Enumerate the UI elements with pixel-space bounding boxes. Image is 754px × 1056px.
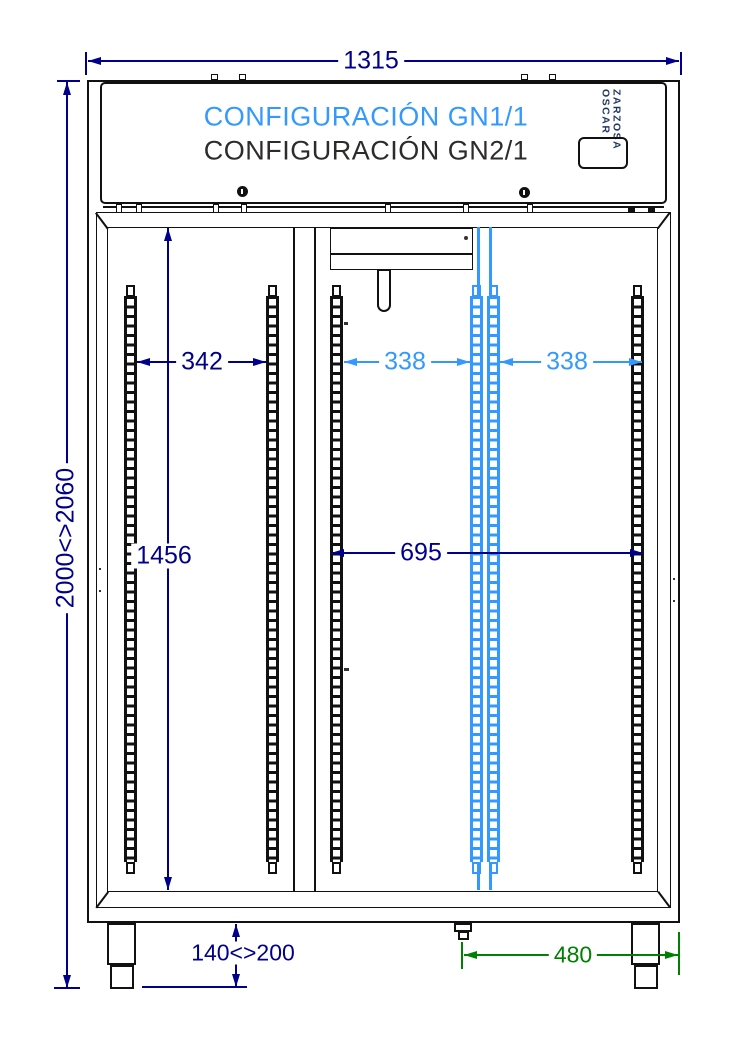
arrow-down-icon — [163, 877, 172, 890]
extension-line — [680, 52, 682, 75]
door-lock-left-icon — [237, 186, 248, 197]
rail-top-hook — [633, 285, 642, 297]
rail-top-hook — [126, 285, 135, 297]
shelf-rail — [487, 296, 500, 862]
dim-label-1456: 1456 — [131, 543, 197, 569]
cabinet-outline — [87, 80, 680, 923]
evaporator-box — [330, 228, 473, 270]
shelf-mark — [344, 322, 348, 325]
shelf-rail — [124, 296, 137, 862]
hinge-tab — [239, 74, 246, 80]
arrow-up-icon — [231, 924, 240, 937]
stray-speck — [673, 600, 675, 602]
hinge-tab — [521, 74, 528, 80]
brand-logo-line1: OSCAR — [599, 89, 612, 135]
arrow-right-icon — [665, 950, 678, 959]
extension-line — [461, 942, 463, 969]
center-rail-bottom-line — [477, 862, 480, 890]
foot-left-upper — [107, 923, 136, 965]
drain-tube — [377, 269, 391, 312]
arrow-left-icon — [500, 357, 513, 366]
shelf-rail — [266, 296, 279, 862]
rail-top-hook — [268, 285, 277, 297]
arrow-right-icon — [253, 357, 266, 366]
dim-label-338-left: 338 — [379, 349, 431, 375]
arrow-right-icon — [666, 56, 679, 65]
drain-valve-body — [458, 931, 469, 940]
hinge-tab — [211, 74, 218, 80]
arrow-up-icon — [163, 228, 172, 241]
rail-bottom-hook — [332, 862, 341, 874]
shelf-rail — [470, 296, 483, 862]
arrow-right-icon — [629, 357, 642, 366]
floor-reference-line — [142, 986, 247, 988]
extension-line — [54, 987, 80, 989]
interior-inner-frame — [107, 227, 658, 892]
brand-logo-box — [578, 137, 628, 169]
dim-label-342: 342 — [176, 349, 228, 375]
divider-wall-line — [314, 227, 316, 892]
arrow-down-icon — [231, 974, 240, 987]
center-rail-bottom-line — [489, 862, 492, 890]
top-panel — [100, 82, 667, 204]
arrow-left-icon — [88, 56, 101, 65]
dim-label-overall-width: 1315 — [338, 48, 404, 74]
arrow-up-icon — [62, 82, 71, 95]
stray-speck — [99, 568, 101, 570]
extension-line — [678, 932, 680, 975]
interior-outer-frame — [96, 212, 671, 908]
center-rail-top-line — [477, 227, 480, 297]
rail-top-hook — [472, 285, 481, 297]
foot-right-lower — [634, 965, 658, 989]
arrow-left-icon — [464, 950, 477, 959]
foot-left-lower — [110, 965, 134, 989]
foot-right-upper — [631, 923, 660, 965]
dimension-line — [331, 552, 643, 554]
extension-line — [85, 52, 87, 75]
door-lock-right-icon — [519, 187, 530, 198]
arrow-left-icon — [331, 548, 344, 557]
arrow-right-icon — [457, 357, 470, 366]
shelf-rail — [330, 296, 343, 862]
mounting-band-line — [103, 206, 664, 208]
shelf-rail — [631, 296, 644, 862]
dim-label-695: 695 — [395, 540, 447, 566]
rail-bottom-hook — [472, 862, 481, 874]
evaporator-flange-line — [330, 253, 473, 255]
evaporator-screw — [464, 236, 468, 240]
rail-top-hook — [332, 285, 341, 297]
arrow-right-icon — [630, 548, 643, 557]
center-rail-top-line — [489, 227, 492, 297]
arrow-left-icon — [344, 357, 357, 366]
stray-speck — [673, 578, 675, 580]
band-block — [648, 206, 655, 212]
config-gn21-title: CONFIGURACIÓN GN2/1 — [203, 135, 529, 166]
rail-bottom-hook — [633, 862, 642, 874]
rail-bottom-hook — [126, 862, 135, 874]
config-gn11-title: CONFIGURACIÓN GN1/1 — [203, 101, 529, 132]
dim-label-480: 480 — [548, 943, 598, 967]
arrow-left-icon — [137, 357, 150, 366]
stray-speck — [99, 590, 101, 592]
brand-logo-line2: ZARZOSA — [610, 89, 623, 151]
dim-label-338-right: 338 — [541, 349, 593, 375]
divider-wall-line — [293, 227, 295, 892]
dim-label-feet-height: 140<>200 — [186, 941, 300, 965]
rail-bottom-hook — [268, 862, 277, 874]
dim-label-overall-height: 2000<>2060 — [52, 462, 80, 614]
extension-line — [57, 80, 80, 82]
hinge-tab — [549, 74, 556, 80]
shelf-mark — [344, 668, 349, 671]
arrow-down-icon — [62, 975, 71, 988]
band-block — [628, 206, 635, 212]
